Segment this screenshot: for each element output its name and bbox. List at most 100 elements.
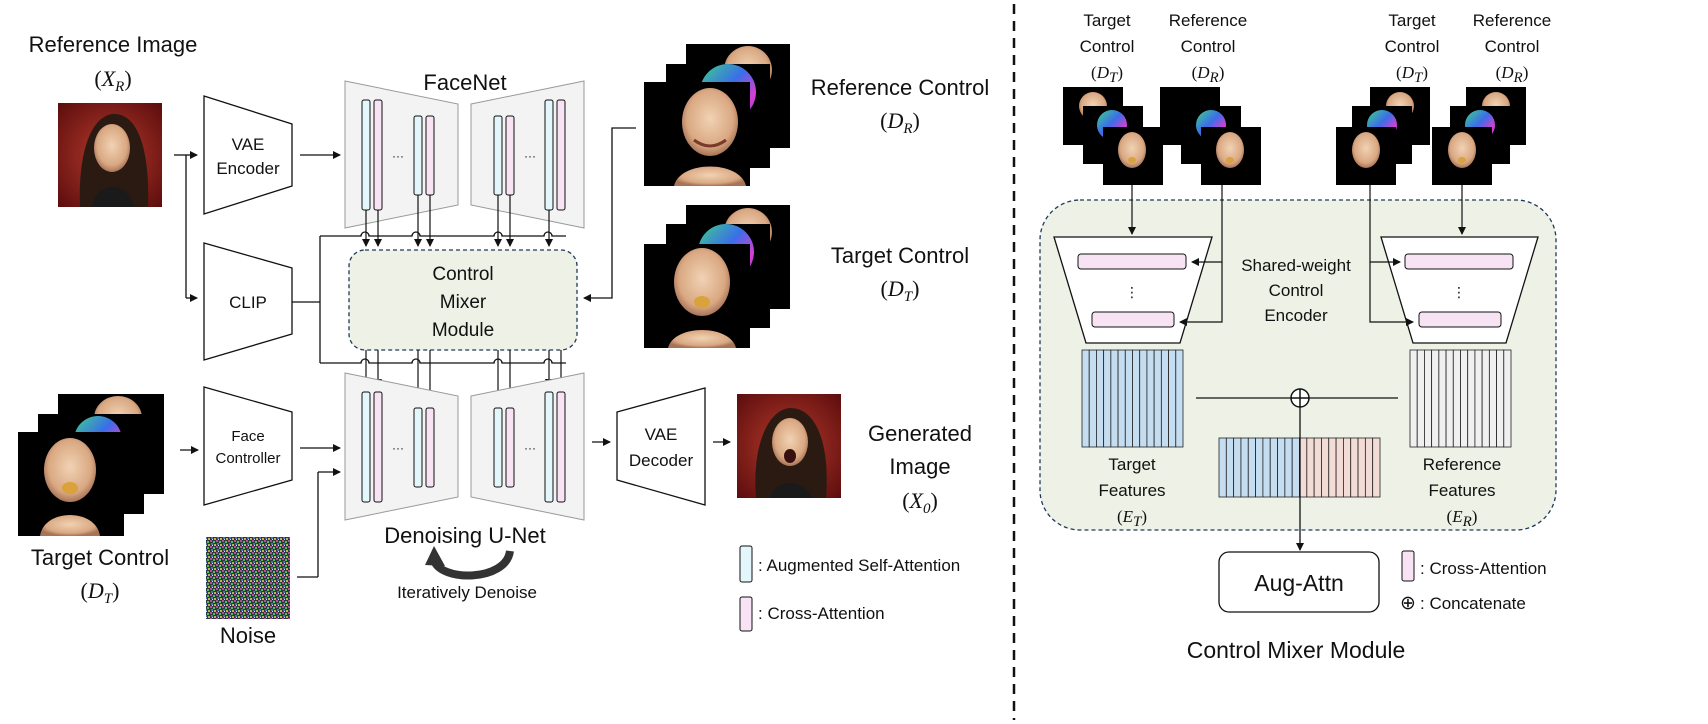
reference-features-symbol: (ER): [1447, 507, 1478, 530]
target-control2-face-stack: [644, 205, 790, 348]
svg-text:(DR): (DR): [1496, 63, 1529, 86]
svg-text:Control: Control: [1485, 37, 1540, 56]
noise-image: [206, 537, 290, 619]
feature-stripe: [1467, 349, 1476, 448]
target-control2-symbol: (DT): [881, 276, 920, 305]
right-encoder-cross-attn-bottom: [1418, 311, 1502, 328]
face-controller-label-2: Controller: [215, 450, 280, 467]
right-encoder-cross-attn-top: [1404, 253, 1514, 270]
feature-stripe: [1233, 437, 1242, 498]
encoder-label-3: Encoder: [1264, 306, 1328, 325]
concat-legend-icon: ⊕: [1400, 593, 1416, 614]
left-encoder-cross-attn-bottom: [1091, 311, 1175, 328]
reference-image-title: Reference Image: [29, 32, 198, 57]
right-legend-cross-attn-label: : Cross-Attention: [1420, 559, 1547, 578]
target-control2-title: Target Control: [831, 243, 969, 268]
feature-stripe: [1438, 349, 1447, 448]
clip-block: [203, 242, 293, 361]
reference-features-label-1: Reference: [1423, 455, 1501, 474]
feature-stripe: [1306, 437, 1315, 498]
feature-stripe: [1175, 349, 1184, 448]
feature-stripe: [1168, 349, 1177, 448]
mixer-label-2: Mixer: [440, 292, 487, 313]
svg-text:(DT): (DT): [1091, 63, 1123, 86]
reference-image-symbol: (XR): [94, 66, 131, 95]
target-features-symbol: (ET): [1117, 507, 1147, 530]
unet-ellipsis-1: ···: [392, 441, 404, 455]
clip-label: CLIP: [229, 293, 267, 312]
aug-attn-block: [1218, 551, 1380, 613]
feature-stripe: [1372, 437, 1381, 498]
target-features-block: [1081, 349, 1184, 448]
feature-stripe: [1350, 437, 1359, 498]
reference-control-title: Reference Control: [811, 75, 990, 100]
reference-features-block: [1409, 349, 1512, 448]
feature-stripe: [1160, 349, 1169, 448]
feature-stripe: [1262, 437, 1271, 498]
control-mixer-module-block: [348, 249, 578, 351]
generated-label-1: Generated: [868, 421, 972, 446]
svg-text:Target: Target: [1083, 11, 1131, 30]
facenet-label: FaceNet: [423, 70, 506, 95]
aug-attn-label: Aug-Attn: [1254, 570, 1344, 596]
feature-stripe: [1240, 437, 1249, 498]
feature-stripe: [1247, 437, 1256, 498]
right-legend-cross-attn-swatch: [1401, 550, 1415, 582]
feature-stripe: [1103, 349, 1112, 448]
concatenated-features-block: [1218, 437, 1381, 498]
right-legend-concat-label: : Concatenate: [1420, 594, 1526, 613]
svg-text:Reference: Reference: [1473, 11, 1551, 30]
iterative-denoise-label: Iteratively Denoise: [397, 583, 537, 602]
svg-text:Reference: Reference: [1169, 11, 1247, 30]
feature-stripe: [1328, 437, 1337, 498]
unet-attention-bars: [361, 391, 566, 503]
facenet-ellipsis-1: ···: [392, 149, 404, 163]
feature-stripe: [1117, 349, 1126, 448]
vae-decoder-label-2: Decoder: [629, 451, 694, 470]
unet-ellipsis-2: ···: [524, 441, 536, 455]
feature-stripe: [1132, 349, 1141, 448]
feature-stripe: [1153, 349, 1162, 448]
reference-control-face-stack: [644, 44, 790, 186]
left-encoder-cross-attn-top: [1077, 253, 1187, 270]
unet-label: Denoising U-Net: [384, 523, 545, 548]
feature-stripe: [1343, 437, 1352, 498]
generated-label-2: Image: [889, 454, 950, 479]
reference-features-label-2: Features: [1428, 481, 1495, 500]
feature-stripe: [1424, 349, 1433, 448]
face-controller-block: [203, 386, 293, 506]
right-target-stack-1: [1160, 87, 1261, 185]
legend-self-attn-label: : Augmented Self-Attention: [758, 556, 960, 575]
column-labels: Target Control (DT) Reference Control (D…: [1080, 11, 1552, 86]
vae-encoder-label-2: Encoder: [216, 159, 280, 178]
facenet-attention-bars: [361, 99, 566, 211]
target-control-title: Target Control: [31, 545, 169, 570]
vae-encoder-label-1: VAE: [232, 135, 265, 154]
iterative-denoise-arrow: [430, 549, 514, 580]
left-encoder-vdots: ⋮: [1125, 284, 1139, 300]
feature-stripe: [1431, 349, 1440, 448]
feature-stripe: [1269, 437, 1278, 498]
reference-control-symbol: (DR): [880, 108, 920, 137]
feature-stripe: [1488, 349, 1497, 448]
feature-stripe: [1146, 349, 1155, 448]
svg-text:(DR): (DR): [1192, 63, 1225, 86]
encoder-label-2: Control: [1269, 281, 1324, 300]
feature-stripe: [1110, 349, 1119, 448]
feature-stripe: [1445, 349, 1454, 448]
right-target-stack-2: [1063, 87, 1163, 185]
feature-stripe: [1124, 349, 1133, 448]
feature-stripe: [1255, 437, 1264, 498]
vae-decoder-label-1: VAE: [645, 425, 678, 444]
noise-label: Noise: [220, 623, 276, 648]
feature-stripe: [1481, 349, 1490, 448]
generated-image-photo: [737, 394, 841, 498]
target-features-label-2: Features: [1098, 481, 1165, 500]
legend-self-attn-swatch: [739, 545, 753, 583]
encoder-label-1: Shared-weight: [1241, 256, 1351, 275]
feature-stripe: [1364, 437, 1374, 498]
feature-stripe: [1335, 437, 1344, 498]
mixer-label-3: Module: [432, 320, 494, 341]
svg-text:(DT): (DT): [1396, 63, 1428, 86]
